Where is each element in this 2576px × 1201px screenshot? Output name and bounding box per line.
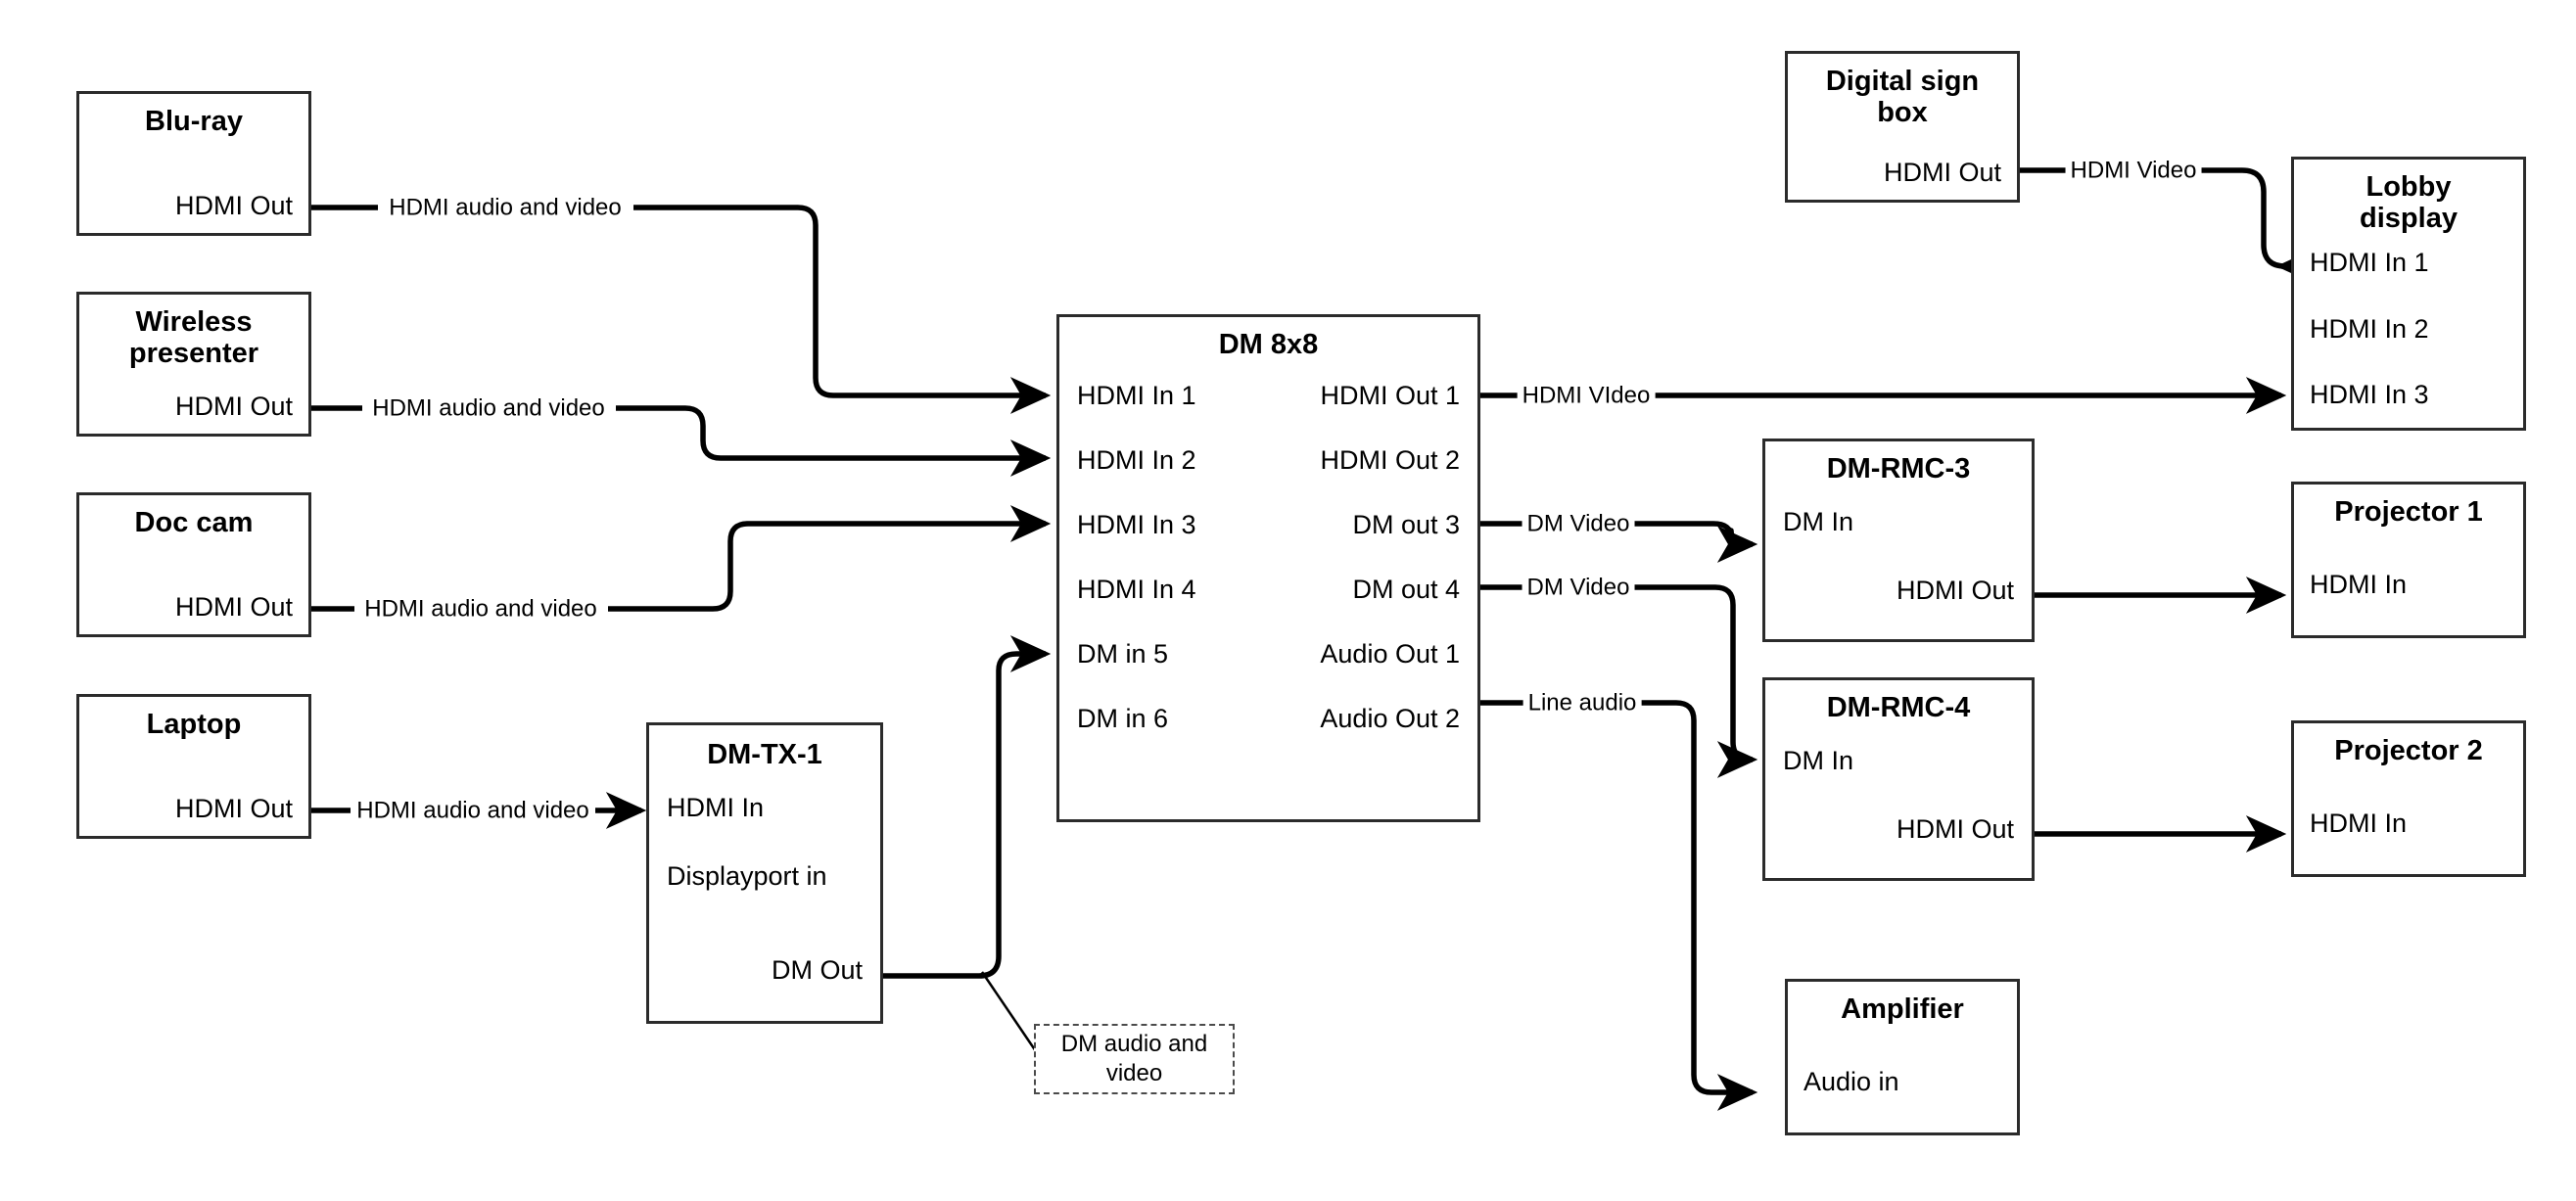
wire-dm8x8-audio1-to-amp-b xyxy=(1637,700,1758,1111)
wire-doccam-to-dm8x8-in3-b xyxy=(608,505,1052,612)
wire-bluray-to-dm8x8-in1-b xyxy=(633,205,1052,414)
node-dm-8x8-title: DM 8x8 xyxy=(1218,329,1319,360)
node-dm-8x8-port-hdmi-in-3: HDMI In 3 xyxy=(1077,510,1196,540)
wire-label-digitalsign-to-lobby: HDMI Video xyxy=(2065,158,2202,183)
node-dm-8x8[interactable]: DM 8x8 HDMI In 1 HDMI In 2 HDMI In 3 HDM… xyxy=(1056,314,1480,822)
node-wireless-presenter[interactable]: Wireless presenter HDMI Out xyxy=(76,292,311,437)
node-projector-2-title: Projector 2 xyxy=(2334,735,2483,766)
node-dm-rmc-4-title: DM-RMC-4 xyxy=(1826,692,1971,723)
node-amplifier-title: Amplifier xyxy=(1841,993,1964,1025)
node-dm-rmc-4-port-dm-in: DM In xyxy=(1783,746,1854,776)
wire-dm8x8-out3-to-rmc3-b xyxy=(1630,521,1758,563)
wire-dm8x8-out4-to-rmc4-b xyxy=(1630,584,1758,778)
node-doc-cam[interactable]: Doc cam HDMI Out xyxy=(76,492,311,637)
node-lobby-display-port-hdmi-in-1: HDMI In 1 xyxy=(2310,247,2429,277)
wire-label-dm8x8-out4-to-rmc4: DM Video xyxy=(1522,575,1635,600)
node-projector-2-port-hdmi-in: HDMI In xyxy=(2310,808,2408,839)
node-dm-8x8-port-dm-in-6: DM in 6 xyxy=(1077,704,1169,734)
node-lobby-display-port-hdmi-in-3: HDMI In 3 xyxy=(2310,380,2429,410)
node-dm-8x8-port-hdmi-in-1: HDMI In 1 xyxy=(1077,381,1196,411)
node-digital-sign-box-port-hdmi-out: HDMI Out xyxy=(1883,158,2001,188)
node-projector-2[interactable]: Projector 2 HDMI In xyxy=(2291,720,2526,877)
wire-digitalsign-to-lobby-in1-b xyxy=(2201,167,2318,285)
node-dm-8x8-port-dm-out-3: DM out 3 xyxy=(1352,510,1460,540)
node-laptop-port-hdmi-out: HDMI Out xyxy=(174,794,293,824)
wire-label-dm8x8-audio1-to-amp: Line audio xyxy=(1522,690,1642,716)
node-wireless-presenter-port-hdmi-out: HDMI Out xyxy=(174,392,293,422)
node-lobby-display-port-hdmi-in-2: HDMI In 2 xyxy=(2310,313,2429,344)
node-dm-rmc-4-port-hdmi-out: HDMI Out xyxy=(1896,814,2014,845)
node-projector-1-port-hdmi-in: HDMI In xyxy=(2310,570,2408,600)
node-projector-1-title: Projector 1 xyxy=(2334,496,2483,528)
node-dm-rmc-4[interactable]: DM-RMC-4 DM In HDMI Out xyxy=(1762,677,2035,881)
node-dm-rmc-3[interactable]: DM-RMC-3 DM In HDMI Out xyxy=(1762,439,2035,642)
node-dm-8x8-input-column: HDMI In 1 HDMI In 2 HDMI In 3 HDMI In 4 … xyxy=(1077,382,1196,769)
node-dm-tx-1-port-hdmi-in: HDMI In xyxy=(667,793,765,823)
node-dm-tx-1-port-displayport-in: Displayport in xyxy=(667,861,827,892)
wire-label-dm8x8-out3-to-rmc3: DM Video xyxy=(1522,511,1635,536)
node-dm-8x8-port-hdmi-out-2: HDMI Out 2 xyxy=(1320,445,1460,476)
wire-dmtx1-to-dm8x8-in5 xyxy=(883,635,1052,979)
node-dm-tx-1-title: DM-TX-1 xyxy=(707,739,822,770)
node-doc-cam-title: Doc cam xyxy=(134,507,254,538)
node-doc-cam-port-hdmi-out: HDMI Out xyxy=(174,592,293,623)
node-amplifier[interactable]: Amplifier Audio in xyxy=(1785,979,2020,1135)
node-laptop-title: Laptop xyxy=(146,709,242,740)
wire-label-bluray-to-dm8x8: HDMI audio and video xyxy=(384,195,627,220)
node-dm-tx-1[interactable]: DM-TX-1 HDMI In Displayport in DM Out xyxy=(646,722,883,1024)
wire-label-laptop-to-dmtx1: HDMI audio and video xyxy=(351,798,594,823)
node-dm-8x8-port-hdmi-in-4: HDMI In 4 xyxy=(1077,575,1196,605)
node-dm-rmc-3-port-dm-in: DM In xyxy=(1783,507,1854,537)
wire-label-doccam-to-dm8x8: HDMI audio and video xyxy=(359,596,602,622)
node-dm-8x8-port-audio-out-2: Audio Out 2 xyxy=(1320,704,1460,734)
node-bluray[interactable]: Blu-ray HDMI Out xyxy=(76,91,311,236)
callout-dm-audio-and-video: DM audio and video xyxy=(1034,1024,1235,1094)
node-amplifier-port-audio-in: Audio in xyxy=(1803,1067,1899,1097)
node-dm-8x8-output-column: HDMI Out 1 HDMI Out 2 DM out 3 DM out 4 … xyxy=(1320,382,1460,769)
node-digital-sign-box[interactable]: Digital sign box HDMI Out xyxy=(1785,51,2020,203)
node-dm-rmc-3-title: DM-RMC-3 xyxy=(1826,453,1971,485)
node-dm-tx-1-port-dm-out: DM Out xyxy=(771,955,863,986)
wire-label-wireless-to-dm8x8: HDMI audio and video xyxy=(367,395,610,421)
wire-label-dm8x8-out1-to-lobby: HDMI VIdeo xyxy=(1517,383,1656,408)
node-lobby-display-title: Lobby display xyxy=(2360,171,2458,235)
wire-wireless-to-dm8x8-in2-b xyxy=(616,405,1052,477)
node-digital-sign-box-title: Digital sign box xyxy=(1825,66,1980,129)
node-bluray-title: Blu-ray xyxy=(145,106,243,137)
node-projector-1[interactable]: Projector 1 HDMI In xyxy=(2291,482,2526,638)
node-dm-rmc-3-port-hdmi-out: HDMI Out xyxy=(1896,576,2014,606)
node-dm-8x8-port-dm-in-5: DM in 5 xyxy=(1077,639,1169,670)
callout-leader-line xyxy=(980,971,1042,1058)
node-laptop[interactable]: Laptop HDMI Out xyxy=(76,694,311,839)
node-dm-8x8-port-hdmi-in-2: HDMI In 2 xyxy=(1077,445,1196,476)
node-dm-8x8-port-hdmi-out-1: HDMI Out 1 xyxy=(1320,381,1460,411)
node-bluray-port-hdmi-out: HDMI Out xyxy=(174,191,293,221)
node-wireless-presenter-title: Wireless presenter xyxy=(128,306,259,370)
node-lobby-display[interactable]: Lobby display HDMI In 1 HDMI In 2 HDMI I… xyxy=(2291,157,2526,431)
node-dm-8x8-port-dm-out-4: DM out 4 xyxy=(1352,575,1460,605)
node-dm-8x8-port-audio-out-1: Audio Out 1 xyxy=(1320,639,1460,670)
